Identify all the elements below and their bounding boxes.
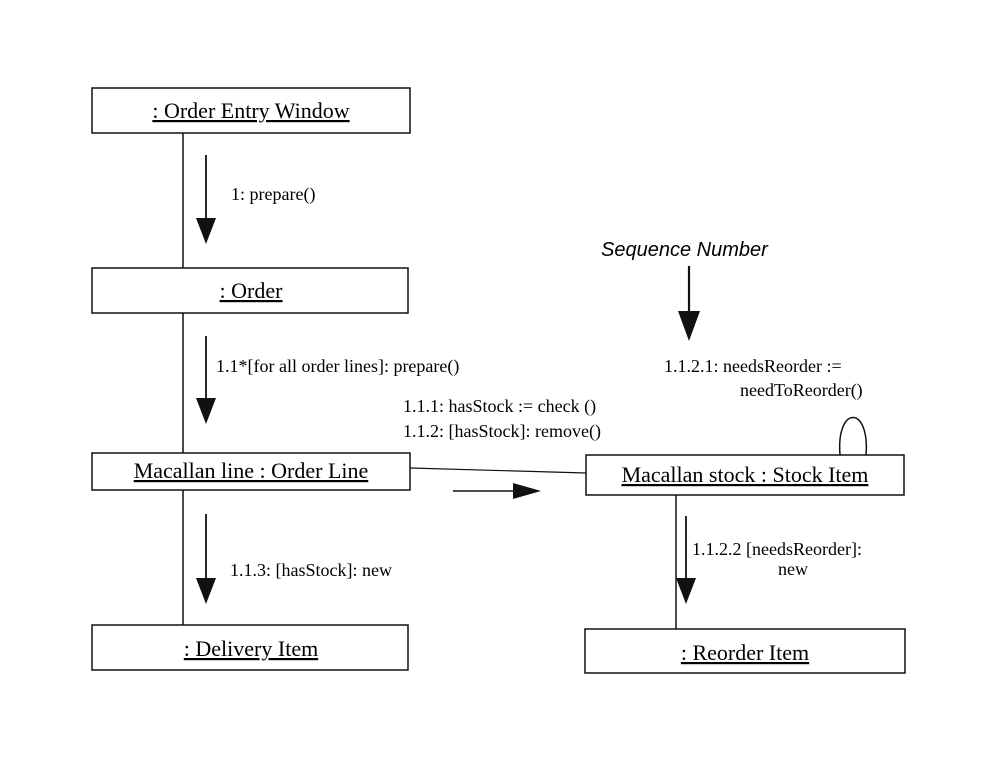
object-box-order xyxy=(91,267,409,314)
object-box-delivery-item xyxy=(91,624,409,671)
message-new-reorder-line1: 1.1.2.2 [needsReorder]: xyxy=(692,539,862,559)
object-label-order-entry-window: : Order Entry Window xyxy=(152,98,349,123)
message-prepare: 1: prepare() xyxy=(231,184,315,205)
arrow-new-delivery xyxy=(196,514,216,604)
self-link-stock xyxy=(838,416,868,456)
arrow-prepare xyxy=(196,155,216,244)
message-new-reorder-line2: new xyxy=(778,559,808,579)
object-box-stock-item xyxy=(585,454,905,496)
object-label-order: : Order xyxy=(220,278,284,303)
object-label-stock-item: Macallan stock : Stock Item xyxy=(622,462,869,487)
arrow-prepare-lines xyxy=(196,336,216,424)
arrow-new-reorder xyxy=(676,516,696,604)
link-orderline-stock xyxy=(409,467,587,474)
message-new-delivery: 1.1.3: [hasStock]: new xyxy=(230,560,392,580)
arrow-check-remove xyxy=(453,483,541,499)
object-label-reorder-item: : Reorder Item xyxy=(681,640,809,665)
object-label-delivery-item: : Delivery Item xyxy=(184,636,318,661)
object-label-order-line: Macallan line : Order Line xyxy=(134,458,369,483)
object-box-order-line xyxy=(91,452,411,491)
message-check: 1.1.1: hasStock := check () xyxy=(403,396,596,417)
message-needs-reorder-line2: needToReorder() xyxy=(740,380,863,401)
object-box-reorder-item xyxy=(584,628,906,674)
message-remove: 1.1.2: [hasStock]: remove() xyxy=(403,421,601,442)
arrow-sequence-number xyxy=(678,266,700,341)
message-prepare-lines: 1.1*[for all order lines]: prepare() xyxy=(216,356,459,377)
object-box-order-entry-window xyxy=(91,87,411,134)
message-needs-reorder-line1: 1.1.2.1: needsReorder := xyxy=(664,356,842,376)
annotation-sequence-number: Sequence Number xyxy=(601,239,769,261)
